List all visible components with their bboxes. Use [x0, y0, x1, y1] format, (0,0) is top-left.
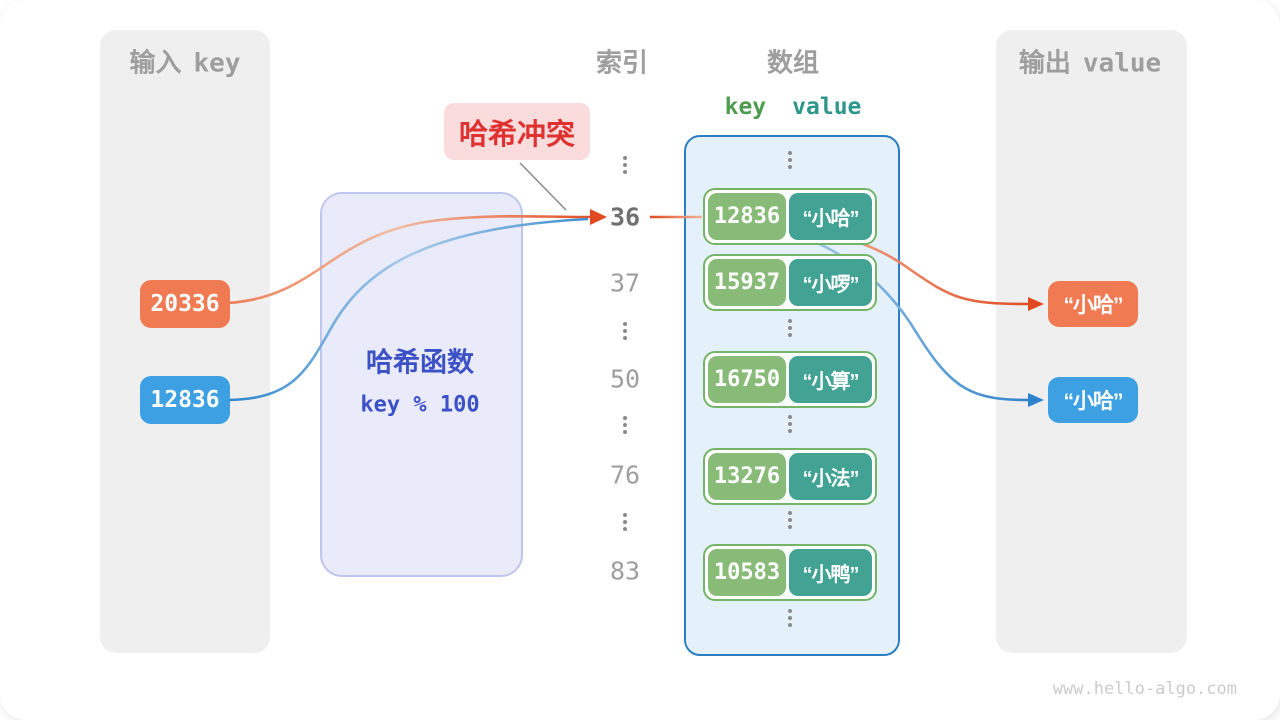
row-key: 15937: [708, 259, 786, 306]
index-50: 50: [609, 364, 641, 394]
output-panel-title: 输出 value: [1019, 43, 1161, 80]
row-key: 13276: [708, 453, 786, 500]
output-title-en: value: [1082, 48, 1162, 79]
index-36: 36: [609, 202, 641, 232]
row-value: “小哈”: [789, 193, 872, 240]
row-key: 16750: [708, 356, 786, 403]
index-37: 37: [609, 268, 641, 298]
hash-function-name: 哈希函数: [366, 347, 474, 378]
arrowhead-to-index-36: [590, 209, 607, 225]
row-key: 12836: [708, 193, 786, 240]
vertical-ellipsis-icon: [788, 511, 792, 529]
row-value: “小法”: [789, 453, 872, 500]
hash-function-box: [320, 192, 523, 577]
input-title-en: key: [193, 48, 241, 79]
input-title-cn: 输入: [129, 47, 182, 78]
vertical-ellipsis-icon: [623, 322, 627, 340]
row-value: “小鸭”: [789, 549, 872, 596]
output-value-orange: “小哈”: [1048, 281, 1138, 327]
output-panel: [996, 30, 1187, 653]
input-key-12836: 12836: [140, 376, 230, 424]
array-row-13276: 13276 “小法”: [703, 448, 877, 505]
vertical-ellipsis-icon: [788, 319, 792, 337]
array-row-15937: 15937 “小啰”: [703, 254, 877, 311]
vertical-ellipsis-icon: [788, 151, 792, 169]
input-panel-title: 输入 key: [130, 43, 241, 80]
index-column-title: 索引: [595, 47, 649, 78]
hash-collision-label: 哈希冲突: [458, 118, 575, 151]
index-76: 76: [609, 460, 641, 490]
collision-leader-line: [519, 162, 567, 211]
array-row-10583: 10583 “小鸭”: [703, 544, 877, 601]
array-row-12836: 12836 “小哈”: [703, 188, 877, 245]
hash-collision-badge: 哈希冲突: [444, 103, 590, 160]
key-column-label: key: [724, 94, 767, 120]
index-83: 83: [609, 556, 641, 586]
input-key-20336: 20336: [140, 280, 230, 328]
vertical-ellipsis-icon: [623, 416, 627, 434]
array-row-16750: 16750 “小算”: [703, 351, 877, 408]
output-value-blue: “小哈”: [1048, 377, 1138, 423]
vertical-ellipsis-icon: [788, 415, 792, 433]
input-panel: [100, 30, 270, 653]
array-kv-header: key value: [725, 94, 862, 120]
website-url: www.hello-algo.com: [1052, 679, 1237, 699]
row-value: “小啰”: [789, 259, 872, 306]
hash-function-formula: key % 100: [360, 392, 480, 418]
vertical-ellipsis-icon: [623, 513, 627, 531]
array-column-title: 数组: [766, 47, 820, 78]
row-value: “小算”: [789, 356, 872, 403]
vertical-ellipsis-icon: [788, 609, 792, 627]
vertical-ellipsis-icon: [623, 156, 627, 174]
value-column-label: value: [792, 94, 862, 120]
output-title-cn: 输出: [1018, 47, 1071, 78]
row-key: 10583: [708, 549, 786, 596]
